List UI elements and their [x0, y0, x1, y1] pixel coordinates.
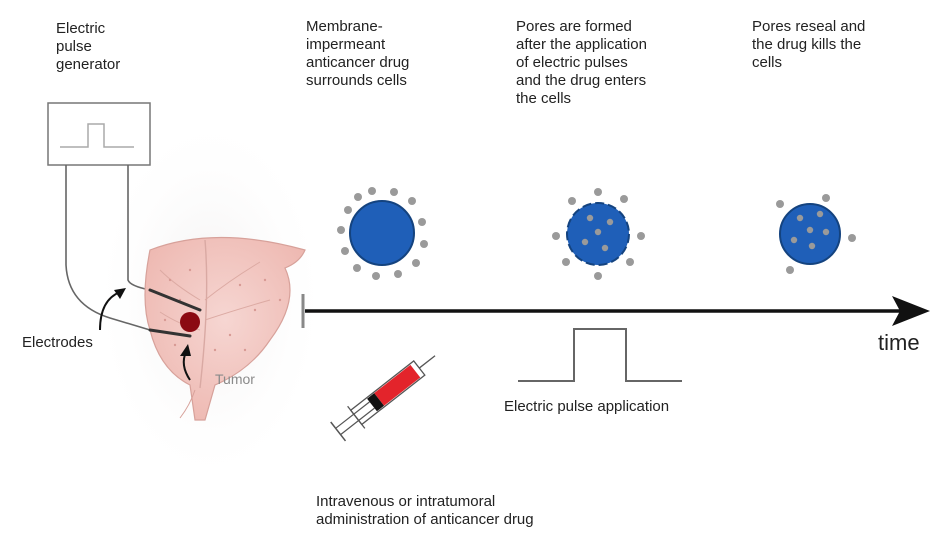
stage2-caption: Pores are formed after the application o…: [516, 18, 647, 107]
cell-stage2: [552, 188, 645, 280]
electrodes-label: Electrodes: [22, 334, 93, 351]
cell-stage3: [776, 194, 856, 274]
syringe: [330, 355, 436, 442]
tumor-label: Tumor: [215, 371, 255, 387]
pulse-generator: [47, 102, 151, 166]
pulse-waveform: [518, 328, 682, 382]
timeline: [301, 294, 930, 328]
cell-stage1: [337, 187, 428, 280]
stage3-caption: Pores reseal and the drug kills the cell…: [752, 18, 866, 71]
drug-molecules-outside: [337, 187, 428, 280]
electrode-arrows: [99, 288, 191, 381]
drug-molecules-inside: [776, 194, 856, 274]
generator-label: Electric pulse generator: [56, 20, 121, 73]
prostate-organ: [144, 236, 306, 421]
pulse-caption: Electric pulse application: [504, 398, 670, 415]
time-axis-label: time: [878, 330, 920, 355]
drug-molecules-entering: [552, 188, 645, 280]
timeline-arrowhead: [892, 296, 930, 326]
electrode-needles: [148, 288, 202, 338]
administration-caption: Intravenous or intratumoral administrati…: [316, 493, 534, 528]
tumor: [180, 312, 200, 332]
stage1-caption: Membrane- impermeant anticancer drug sur…: [306, 18, 410, 89]
